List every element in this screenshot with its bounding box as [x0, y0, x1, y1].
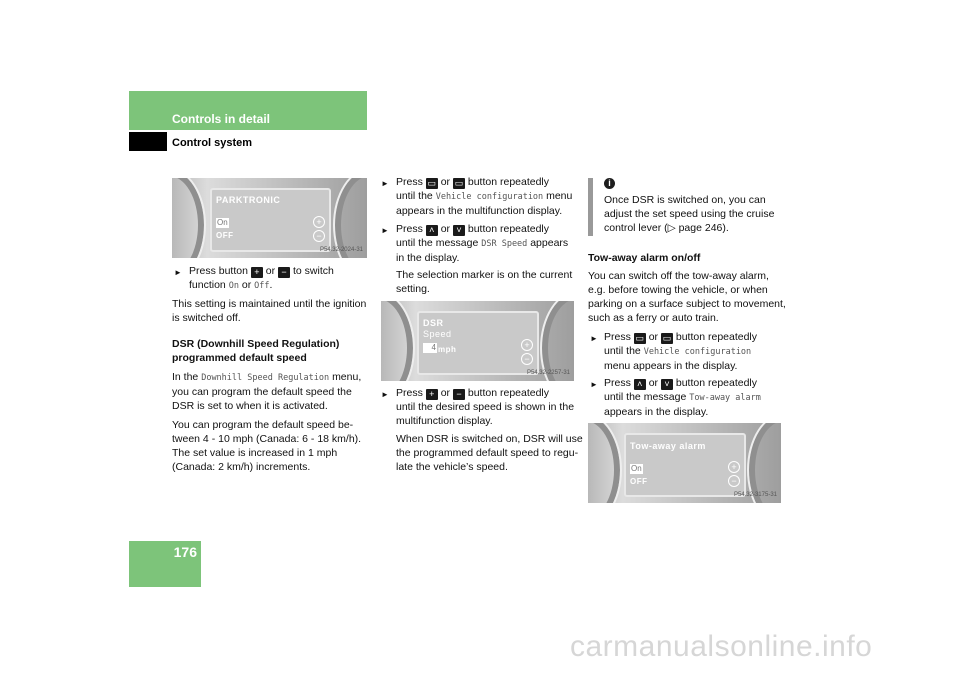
minus-key-icon: −	[278, 267, 291, 278]
bullet-arrow-icon: ►	[381, 179, 389, 188]
info-icon: i	[604, 178, 615, 189]
subsection-title: Control system	[172, 137, 253, 149]
minus-icon: −	[728, 475, 740, 487]
page-back-key-icon: ▭	[633, 333, 646, 344]
bullet-arrow-icon: ►	[590, 334, 598, 343]
paragraph: This setting is maintained until the ign…	[172, 298, 367, 324]
parktronic-figure: PARKTRONIC On OFF + − P54.32-2024-31	[172, 178, 367, 258]
page-forward-key-icon: ▭	[660, 333, 673, 344]
step-text: Press + or − button repeatedly until the…	[396, 387, 575, 427]
down-key-icon: ˅	[660, 379, 673, 390]
plus-icon: +	[313, 216, 325, 228]
page-forward-key-icon: ▭	[452, 178, 465, 189]
page-back-key-icon: ▭	[425, 178, 438, 189]
up-key-icon: ˄	[633, 379, 646, 390]
bullet-arrow-icon: ►	[381, 226, 389, 235]
paragraph: You can program the default speed be-twe…	[172, 419, 362, 473]
paragraph: In the Downhill Speed Regulation menu, y…	[172, 371, 362, 412]
plus-icon: +	[728, 461, 740, 473]
minus-key-icon: −	[452, 389, 465, 400]
page-number: 176	[173, 544, 197, 560]
minus-icon: −	[521, 353, 533, 365]
bullet-arrow-icon: ►	[381, 390, 389, 399]
up-key-icon: ˄	[425, 225, 438, 236]
section-heading: DSR (Downhill Speed Regulation)programme…	[172, 338, 340, 364]
watermark: carmanualsonline.info	[570, 630, 873, 663]
header-marker	[129, 132, 167, 151]
step-text: Press button + or − to switch function O…	[189, 265, 334, 291]
step-text: Press ˄ or ˅ button repeatedly until the…	[396, 223, 569, 264]
bullet-arrow-icon: ►	[174, 268, 182, 277]
paragraph: You can switch off the tow-away alarm,e.…	[588, 270, 786, 324]
section-title: Controls in detail	[172, 112, 271, 126]
minus-icon: −	[313, 230, 325, 242]
bullet-arrow-icon: ►	[590, 380, 598, 389]
info-bar	[588, 178, 593, 236]
section-heading: Tow-away alarm on/off	[588, 252, 701, 264]
header-bar	[129, 91, 367, 130]
step-text: Press ▭ or ▭ button repeatedly until the…	[604, 331, 758, 372]
plus-key-icon: +	[250, 267, 263, 278]
plus-key-icon: +	[425, 389, 438, 400]
down-key-icon: ˅	[452, 225, 465, 236]
dsr-speed-figure: DSR Speed 4 mph + − P54.32-2257-31	[381, 301, 574, 381]
plus-icon: +	[521, 339, 533, 351]
tow-away-alarm-figure: Tow-away alarm On OFF + − P54.32-3175-31	[588, 423, 781, 503]
step-text: Press ▭ or ▭ button repeatedly until the…	[396, 176, 573, 217]
page-number-box: 176	[129, 541, 201, 587]
step-text: Press ˄ or ˅ button repeatedly until the…	[604, 377, 761, 418]
